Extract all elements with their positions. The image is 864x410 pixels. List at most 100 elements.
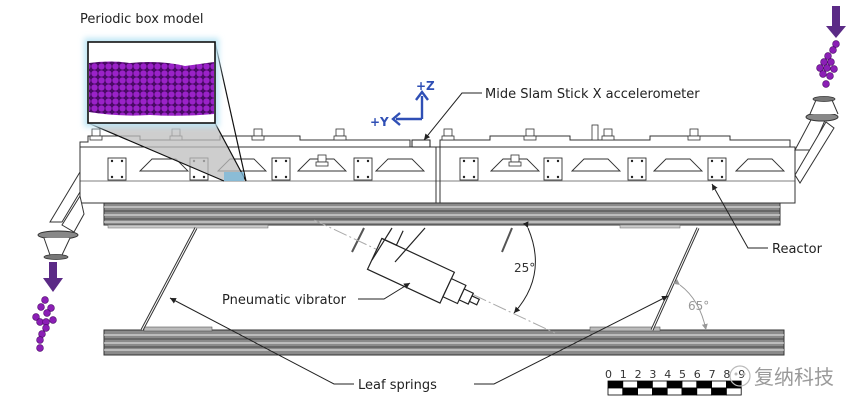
leaf-springs-leader-left <box>169 297 354 385</box>
particle <box>37 303 45 311</box>
scale-tick-label: 3 <box>649 368 656 381</box>
particle-bed <box>89 61 214 116</box>
scale-cell <box>681 387 698 396</box>
scale-cell <box>622 380 638 389</box>
accelerometer-leader <box>423 92 482 141</box>
reactor-leader <box>711 183 768 249</box>
scale-tick-label: 0 <box>605 368 612 381</box>
particle <box>823 64 831 72</box>
port-square <box>459 157 479 181</box>
particle <box>830 65 838 73</box>
leaf-springs-leader-right <box>474 295 669 385</box>
vibrator-label: Pneumatic vibrator <box>222 293 347 308</box>
bolt <box>523 128 537 141</box>
scale-tick-label: 5 <box>679 368 686 381</box>
particle <box>41 296 49 304</box>
scale-cell <box>711 380 727 389</box>
angle-arc-65 <box>673 278 708 331</box>
window-trapezoid <box>734 158 786 172</box>
port-square <box>543 157 563 181</box>
outlet-chute <box>37 170 85 260</box>
leaf-spring-left <box>140 227 198 331</box>
bolt <box>251 128 265 141</box>
scale-cell <box>711 387 727 396</box>
axis-label-z: +Z <box>416 79 435 93</box>
scale-tick-label: 1 <box>620 368 627 381</box>
base-rail <box>103 326 785 356</box>
scale-cell <box>696 380 712 389</box>
scale-tick-label: 6 <box>694 368 701 381</box>
particle <box>832 40 840 48</box>
bolt <box>441 128 455 141</box>
particle <box>49 316 57 324</box>
angle-label-65: 65° <box>688 299 709 313</box>
watermark: 复纳科技 <box>729 365 834 389</box>
inset-title: Periodic box model <box>80 12 204 27</box>
axis-label-y: +Y <box>370 115 389 129</box>
particle <box>47 304 55 312</box>
outlet-arrow <box>43 262 63 292</box>
port-square <box>107 157 127 181</box>
scale-cell <box>607 380 624 389</box>
particle <box>43 309 51 317</box>
scale-tick-label: 7 <box>709 368 716 381</box>
accelerometer-label: Mide Slam Stick X accelerometer <box>485 87 700 102</box>
scale-tick-label: 2 <box>635 368 642 381</box>
bolt <box>333 128 347 141</box>
wechat-icon <box>729 365 751 387</box>
particle <box>36 336 44 344</box>
port-square <box>707 157 727 181</box>
port-square <box>271 157 291 181</box>
bolt <box>601 128 615 141</box>
inlet-particles <box>816 40 840 88</box>
particle <box>36 344 44 352</box>
scale-cell <box>696 387 712 396</box>
outlet-particles <box>32 296 57 352</box>
particle <box>32 313 40 321</box>
scale-cell <box>666 380 683 389</box>
particle <box>829 46 837 54</box>
scale-tick-label: 8 <box>723 368 730 381</box>
vibrator-leader <box>358 282 411 300</box>
window-trapezoid <box>652 158 704 172</box>
inlet-arrow <box>826 6 846 38</box>
window-trapezoid <box>570 158 622 172</box>
inlet-chute <box>794 96 839 184</box>
scale-cell <box>681 380 698 389</box>
periodic-box-inset <box>84 38 247 182</box>
particle <box>822 80 830 88</box>
port-square <box>353 157 373 181</box>
watermark-text: 复纳科技 <box>754 365 834 389</box>
sample-region-highlight <box>224 172 244 181</box>
scale-cell <box>622 387 638 396</box>
leaf-springs-label: Leaf springs <box>358 378 437 393</box>
port-square <box>627 157 647 181</box>
bolt <box>89 128 103 141</box>
scale-cell <box>666 387 683 396</box>
upper-rail <box>103 202 781 229</box>
particle <box>824 52 832 60</box>
particle <box>827 58 835 66</box>
scale-cell <box>652 387 668 396</box>
scale-cell <box>637 380 653 389</box>
accelerometer-block <box>411 139 431 148</box>
leaf-spring-right <box>650 227 700 331</box>
window-trapezoid <box>374 158 426 172</box>
angle-label-25: 25° <box>514 261 535 275</box>
scale-cell <box>726 387 742 396</box>
scale-tick-label: 9 <box>738 368 745 381</box>
bolt <box>687 128 701 141</box>
particle <box>42 324 50 332</box>
scale-cell <box>637 387 653 396</box>
bolt <box>508 154 522 167</box>
bolt <box>315 154 329 167</box>
scale-cell <box>652 380 668 389</box>
angle-arc-25 <box>513 221 536 314</box>
particle <box>819 70 827 78</box>
scale-cell <box>607 387 624 396</box>
particle <box>826 72 834 80</box>
reactor-label: Reactor <box>772 242 823 257</box>
scale-tick-label: 4 <box>664 368 671 381</box>
